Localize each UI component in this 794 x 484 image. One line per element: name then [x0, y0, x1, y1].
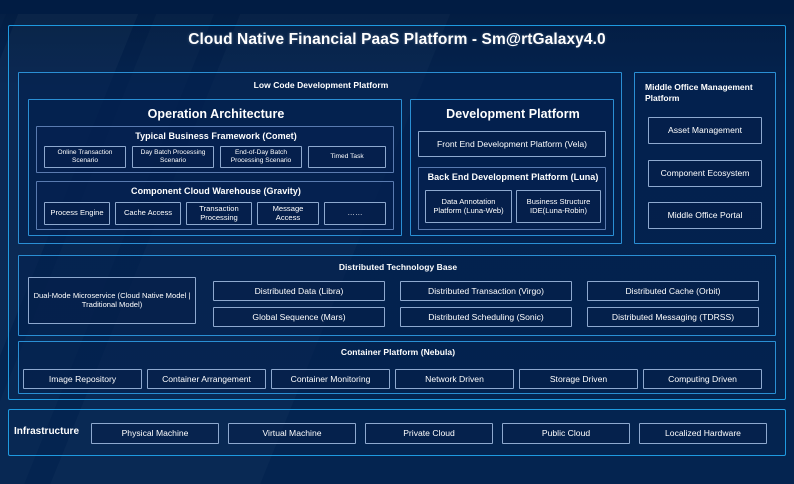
- chip-component-ecosystem[interactable]: Component Ecosystem: [648, 160, 762, 187]
- chip-distributed-messaging[interactable]: Distributed Messaging (TDRSS): [587, 307, 759, 327]
- component-cloud-warehouse-title: Component Cloud Warehouse (Gravity): [131, 186, 301, 196]
- chip-message-access[interactable]: Message Access: [257, 202, 319, 225]
- infrastructure-label: Infrastructure: [14, 426, 80, 437]
- chip-virtual-machine[interactable]: Virtual Machine: [228, 423, 356, 444]
- chip-localized-hardware[interactable]: Localized Hardware: [639, 423, 767, 444]
- chip-global-sequence[interactable]: Global Sequence (Mars): [213, 307, 385, 327]
- chip-day-batch-processing-scenario[interactable]: Day Batch Processing Scenario: [132, 146, 214, 168]
- chip-distributed-data[interactable]: Distributed Data (Libra): [213, 281, 385, 301]
- page-title: Cloud Native Financial PaaS Platform - S…: [188, 31, 606, 48]
- chip-process-engine[interactable]: Process Engine: [44, 202, 110, 225]
- chip-transaction-processing[interactable]: Transaction Processing: [186, 202, 252, 225]
- chip-container-arrangement[interactable]: Container Arrangement: [147, 369, 266, 389]
- chip-online-transaction-scenario[interactable]: Online Transaction Scenario: [44, 146, 126, 168]
- chip-data-annotation-platform[interactable]: Data Annotation Platform (Luna-Web): [425, 190, 512, 223]
- chip-more-ellipsis[interactable]: ……: [324, 202, 386, 225]
- distributed-technology-base-title: Distributed Technology Base: [338, 262, 458, 272]
- chip-dual-mode-microservice[interactable]: Dual-Mode Microservice (Cloud Native Mod…: [28, 277, 196, 324]
- infrastructure-frame: [8, 409, 786, 456]
- chip-distributed-cache[interactable]: Distributed Cache (Orbit): [587, 281, 759, 301]
- chip-middle-office-portal[interactable]: Middle Office Portal: [648, 202, 762, 229]
- chip-asset-management[interactable]: Asset Management: [648, 117, 762, 144]
- main-platform-frame: [8, 25, 786, 400]
- chip-distributed-scheduling[interactable]: Distributed Scheduling (Sonic): [400, 307, 572, 327]
- chip-container-monitoring[interactable]: Container Monitoring: [271, 369, 390, 389]
- container-platform-title: Container Platform (Nebula): [340, 347, 456, 357]
- chip-physical-machine[interactable]: Physical Machine: [91, 423, 219, 444]
- low-code-platform-title: Low Code Development Platform: [253, 80, 389, 90]
- chip-image-repository[interactable]: Image Repository: [23, 369, 142, 389]
- typical-business-framework-title: Typical Business Framework (Comet): [135, 131, 297, 141]
- chip-cache-access[interactable]: Cache Access: [115, 202, 181, 225]
- chip-computing-driven[interactable]: Computing Driven: [643, 369, 762, 389]
- chip-public-cloud[interactable]: Public Cloud: [502, 423, 630, 444]
- chip-front-end-development-platform[interactable]: Front End Development Platform (Vela): [418, 131, 606, 157]
- chip-network-driven[interactable]: Network Driven: [395, 369, 514, 389]
- development-platform-title: Development Platform: [446, 107, 580, 121]
- back-end-development-platform-title: Back End Development Platform (Luna): [427, 172, 599, 182]
- chip-storage-driven[interactable]: Storage Driven: [519, 369, 638, 389]
- chip-distributed-transaction[interactable]: Distributed Transaction (Virgo): [400, 281, 572, 301]
- chip-timed-task[interactable]: Timed Task: [308, 146, 386, 168]
- chip-end-of-day-batch-processing-scenario[interactable]: End-of-Day Batch Processing Scenario: [220, 146, 302, 168]
- chip-business-structure-ide[interactable]: Business Structure IDE(Luna-Robin): [516, 190, 601, 223]
- middle-office-platform-title: Middle Office Management Platform: [645, 82, 753, 104]
- background-top-band: [0, 0, 794, 14]
- operation-architecture-title: Operation Architecture: [147, 107, 285, 121]
- chip-private-cloud[interactable]: Private Cloud: [365, 423, 493, 444]
